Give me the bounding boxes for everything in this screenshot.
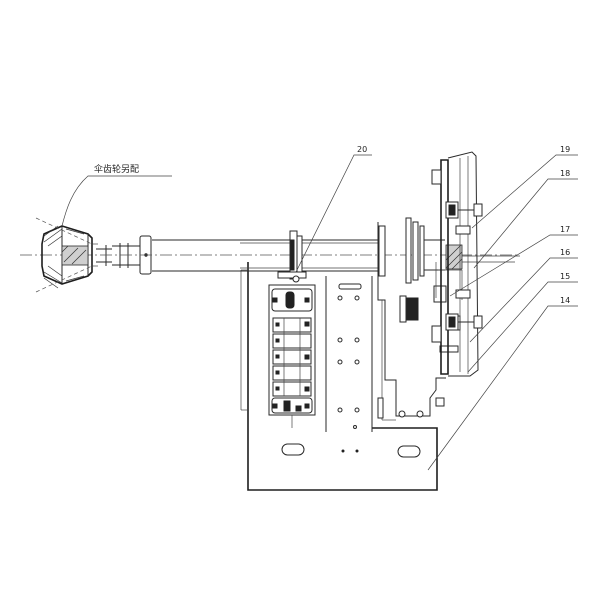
base-plate bbox=[240, 262, 438, 491]
callout-18: 18 bbox=[560, 169, 570, 178]
terminal-block bbox=[268, 284, 316, 428]
main-shaft bbox=[20, 235, 520, 275]
callout-19: 19 bbox=[560, 145, 570, 154]
label-bevel-gear: 伞齿轮另配 bbox=[94, 163, 139, 175]
callout-15: 15 bbox=[560, 272, 570, 281]
callout-16: 16 bbox=[560, 248, 570, 257]
callout-14: 14 bbox=[560, 296, 570, 305]
center-plate bbox=[325, 276, 373, 432]
callout-20: 20 bbox=[357, 145, 367, 154]
right-assembly bbox=[377, 217, 520, 421]
callout-leaders bbox=[295, 154, 578, 471]
mounting-flange bbox=[431, 151, 483, 377]
shaft-collar bbox=[277, 230, 307, 283]
callout-17: 17 bbox=[560, 225, 570, 234]
bevel-gear bbox=[35, 175, 172, 293]
